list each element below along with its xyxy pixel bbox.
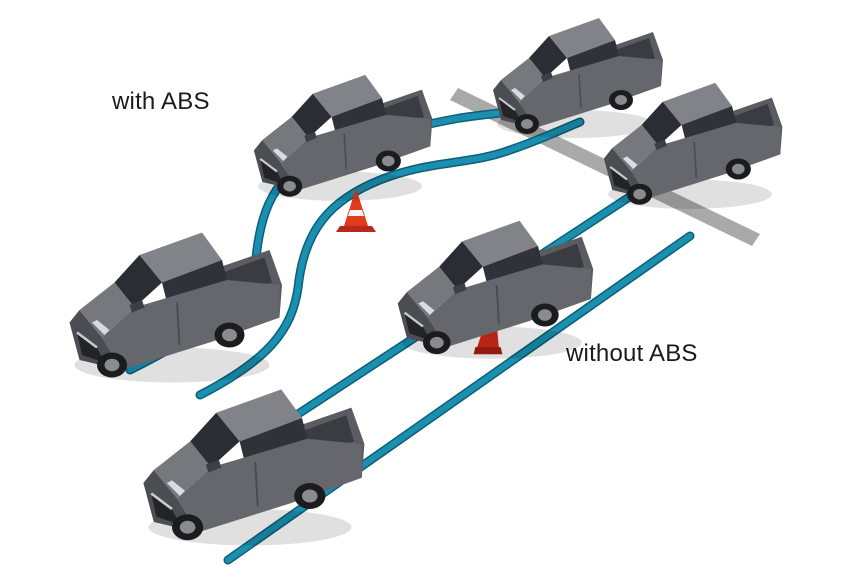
label-without-abs: without ABS <box>566 340 698 367</box>
pickup-truck-icon <box>492 17 664 139</box>
label-with-abs: with ABS <box>112 88 210 115</box>
pickup-truck-icon <box>142 388 366 547</box>
pickup-truck-icon <box>68 231 284 384</box>
pickup-truck-icon <box>252 73 434 202</box>
